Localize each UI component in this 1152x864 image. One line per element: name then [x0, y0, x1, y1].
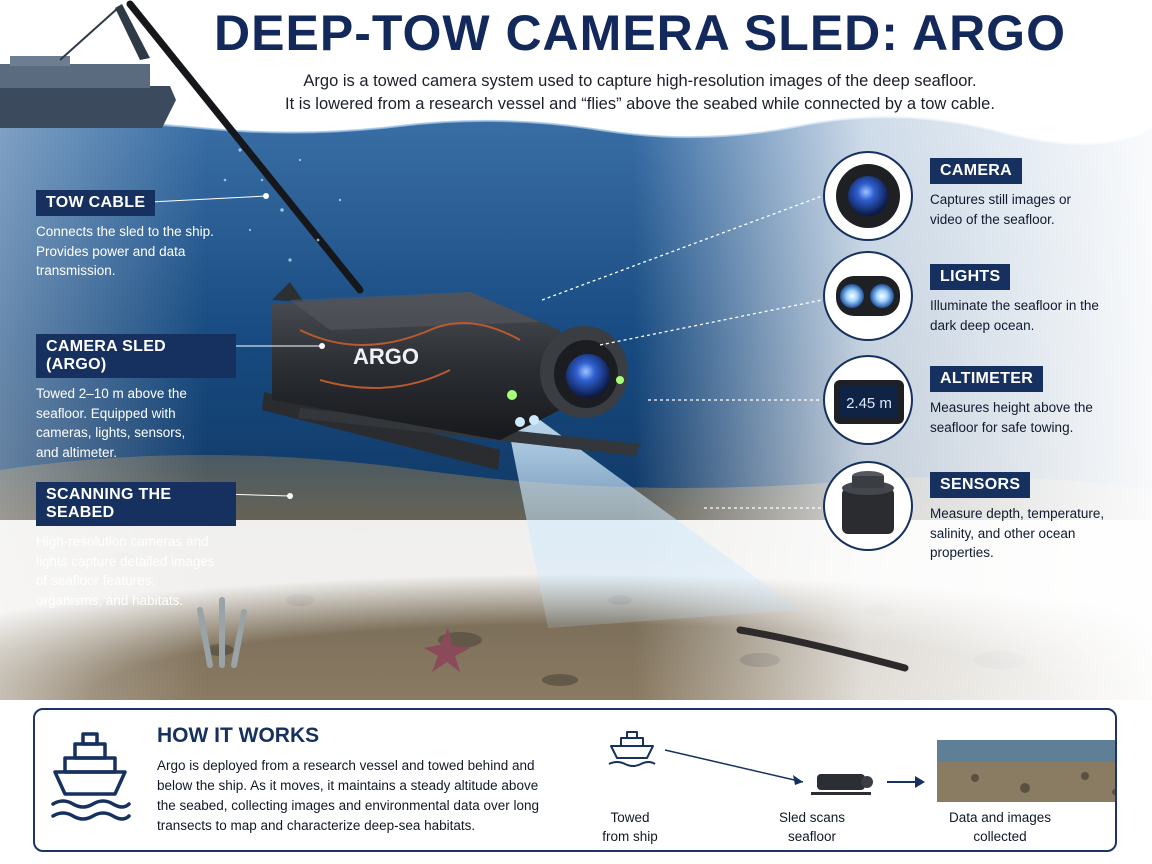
- tow-cable: [126, 0, 364, 294]
- callout-title: SENSORS: [930, 472, 1031, 498]
- page-title: DEEP-TOW CAMERA SLED: ARGO: [214, 5, 1066, 61]
- step-caption-data-collected: Data and images collected: [948, 810, 1052, 844]
- seafloor-image-thumbnail: [937, 740, 1115, 802]
- callout-title: CAMERA: [930, 158, 1023, 184]
- callout-title: TOW CABLE: [36, 190, 156, 216]
- subtitle-line-1: Argo is a towed camera system used to ca…: [303, 72, 977, 90]
- how-it-works-title: HOW IT WORKS: [157, 724, 320, 747]
- lights-icon: [823, 251, 913, 341]
- callout-title: ALTIMETER: [930, 366, 1044, 392]
- callout-lights: LIGHTS Illuminate the seafloor in the da…: [930, 264, 1120, 335]
- how-it-works-panel: HOW IT WORKS Argo is deployed from a res…: [33, 708, 1117, 852]
- small-ship-icon: [608, 731, 656, 767]
- altimeter-readout: 2.45 m: [846, 395, 892, 412]
- callout-tow-cable: TOW CABLE Connects the sled to the ship.…: [36, 190, 236, 281]
- ship-icon: [51, 732, 131, 821]
- altimeter-icon: [823, 355, 913, 445]
- callout-text: Measures height above the seafloor for s…: [930, 400, 1093, 435]
- callout-scanning-seabed: SCANNING THE SEABED High-resolution came…: [36, 482, 236, 610]
- callout-camera-sled: CAMERA SLED (ARGO) Towed 2–10 m above th…: [36, 334, 236, 462]
- process-steps-graphic: [608, 731, 1115, 802]
- bubbles: [223, 148, 342, 262]
- light-beam: [508, 420, 800, 628]
- camera-lens-icon: [823, 151, 913, 241]
- page-subtitle: Argo is a towed camera system used to ca…: [250, 70, 1030, 116]
- coral: [197, 597, 247, 668]
- callout-title: SCANNING THE SEABED: [36, 482, 236, 526]
- step-caption-sled-scans: Sled scans seafloor: [778, 810, 846, 844]
- callout-text: Illuminate the seafloor in the dark deep…: [930, 298, 1099, 333]
- callout-altimeter: ALTIMETER Measures height above the seaf…: [930, 366, 1120, 437]
- subtitle-line-2: It is lowered from a research vessel and…: [285, 95, 995, 113]
- sled-name-plate: ARGO: [353, 344, 419, 369]
- how-it-works-text: Argo is deployed from a research vessel …: [157, 758, 539, 833]
- camera-sled: [262, 282, 640, 470]
- right-leader-lines: [541, 195, 823, 509]
- sea-cucumber: [736, 626, 909, 672]
- starfish: [424, 628, 470, 672]
- sensor-icon: [823, 461, 913, 551]
- callout-title: CAMERA SLED (ARGO): [36, 334, 236, 378]
- callout-text: Measure depth, temperature, salinity, an…: [930, 506, 1105, 560]
- callout-text: Connects the sled to the ship. Provides …: [36, 224, 214, 278]
- callout-text: High-resolution cameras and lights captu…: [36, 534, 215, 608]
- step-caption-towed: Towed from ship: [602, 810, 658, 844]
- callout-title: LIGHTS: [930, 264, 1011, 290]
- callout-sensors: SENSORS Measure depth, temperature, sali…: [930, 472, 1120, 563]
- research-vessel: [0, 4, 176, 128]
- callout-camera: CAMERA Captures still images or video of…: [930, 158, 1120, 229]
- small-sled-icon: [811, 774, 873, 795]
- callout-text: Towed 2–10 m above the seafloor. Equippe…: [36, 386, 187, 460]
- callout-text: Captures still images or video of the se…: [930, 192, 1072, 227]
